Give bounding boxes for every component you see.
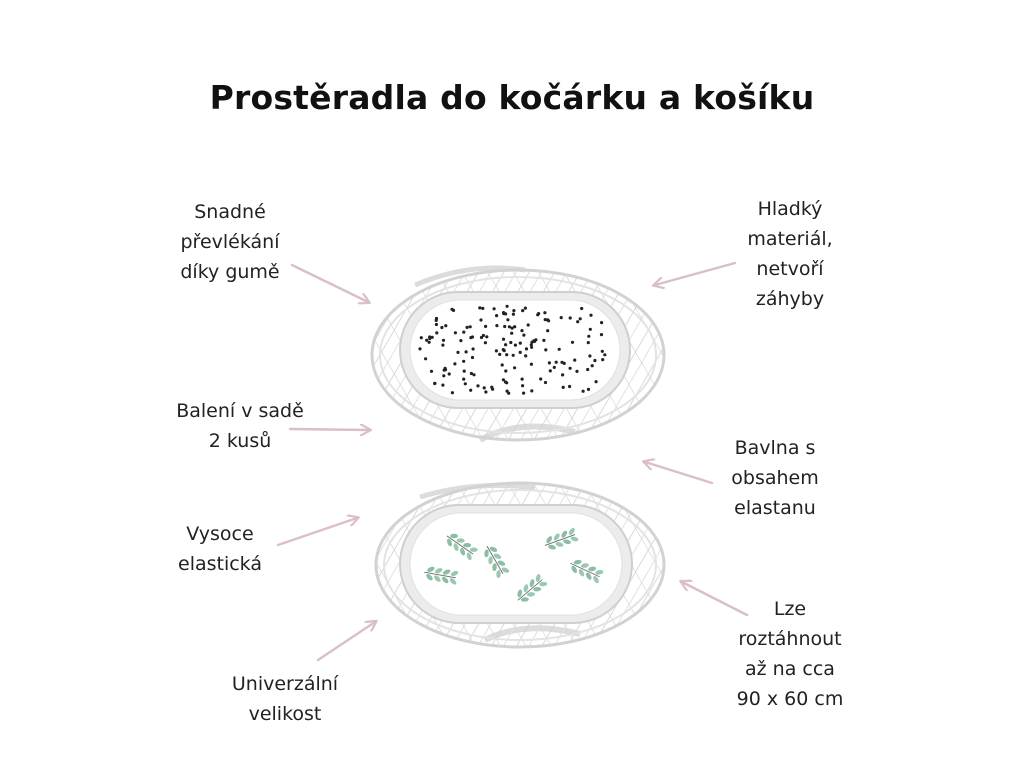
page-title: Prostěradla do kočárku a košíku [209,78,815,117]
eucalyptus-pattern [424,527,604,602]
polka-dot-pattern [418,304,607,395]
feature-elastic: Vysoce elastická [178,523,262,575]
arrow-elastic [276,518,357,547]
top-basket [370,265,666,443]
bottom-basket [374,481,666,649]
feature-easy-change: Snadné převlékání díky gumě [180,201,280,283]
arrow-universal [316,622,375,662]
arrow-stretch [682,582,749,617]
feature-smooth: Hladký materiál, netvoří záhyby [747,198,833,310]
feature-pack: Balení v sadě 2 kusů [176,400,304,452]
arrow-easy-change [290,263,368,302]
feature-cotton: Bavlna s obsahem elastanu [731,437,819,519]
arrow-pack [288,429,369,430]
arrow-cotton [645,462,714,485]
arrow-smooth [655,261,737,285]
feature-universal: Univerzální velikost [231,673,339,725]
feature-stretch: Lze roztáhnout až na cca 90 x 60 cm [736,598,844,710]
